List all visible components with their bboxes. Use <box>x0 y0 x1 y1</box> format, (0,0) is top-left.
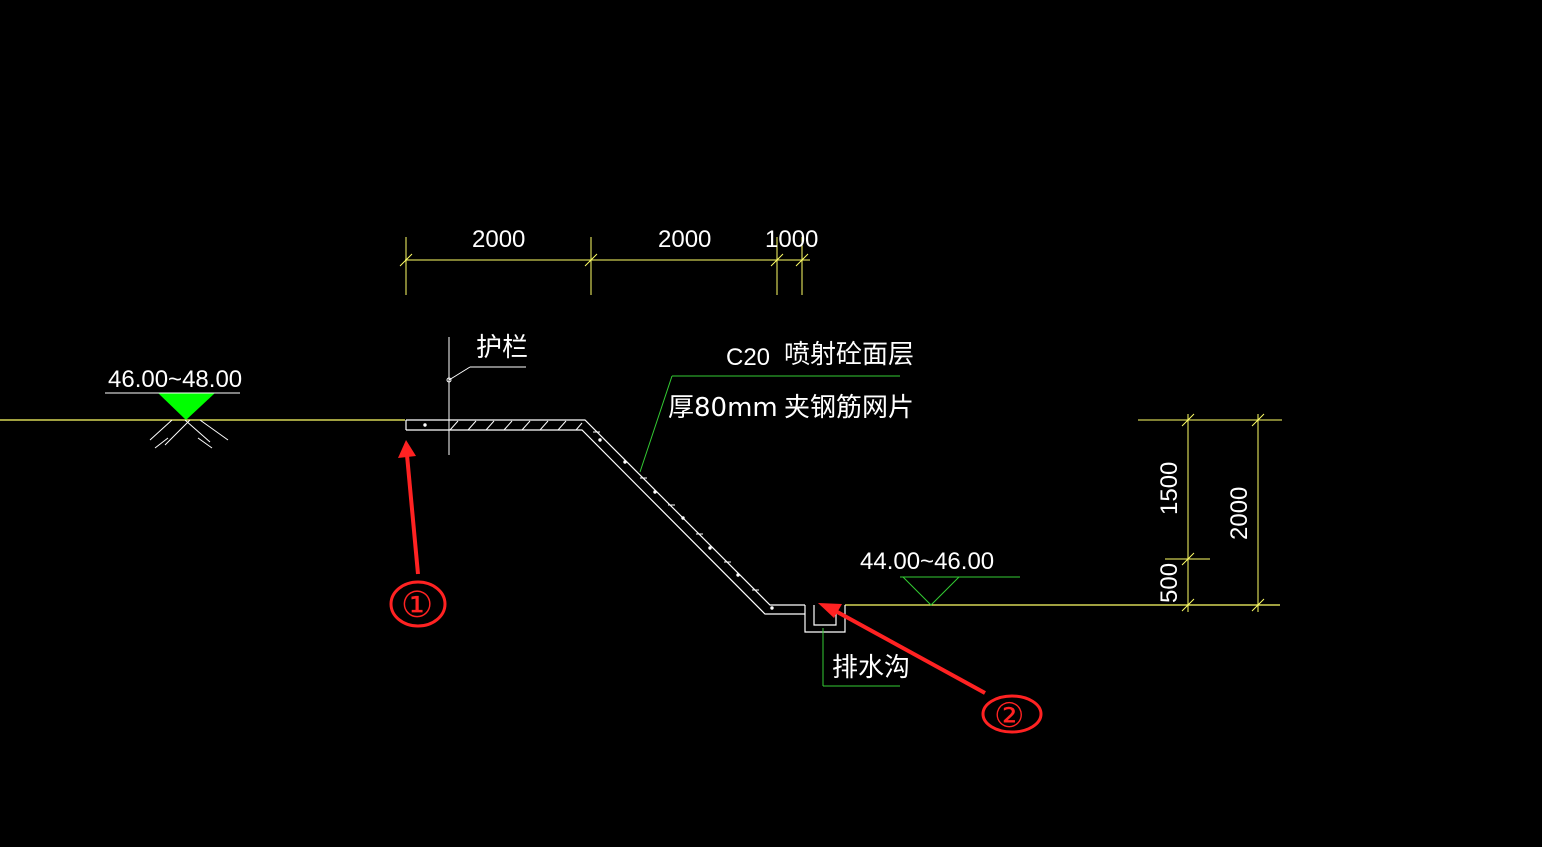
red-annotation-1: ① <box>389 440 447 628</box>
elevation-open-triangle-icon <box>902 576 960 606</box>
lower-elevation-label: 44.00~46.00 <box>860 548 994 575</box>
circle-marker-1 <box>389 580 447 628</box>
arrowhead-left-icon <box>818 603 842 618</box>
dimension-right-2000: 2000 <box>1226 487 1253 540</box>
concrete-spec-label: 喷射砼面层 <box>784 340 914 370</box>
guardrail-symbol <box>446 337 526 455</box>
right-dimension-chain <box>1138 413 1282 612</box>
dimension-top-1: 2000 <box>472 226 525 253</box>
marker-2-label: ② <box>994 696 1024 736</box>
concrete-leader <box>639 375 900 473</box>
lower-elevation-marker: 44.00~46.00 <box>860 548 1020 606</box>
top-dimension-chain <box>399 237 810 295</box>
slope-section <box>405 419 805 615</box>
concrete-hatch <box>423 420 774 610</box>
red-annotation-2: ② <box>818 603 1043 736</box>
drain-label: 排水沟 <box>832 653 910 683</box>
circle-marker-2 <box>981 694 1043 734</box>
concrete-code-label: C20 <box>726 344 770 371</box>
elevation-triangle-icon <box>158 393 215 420</box>
guardrail-label: 护栏 <box>476 333 528 363</box>
dimension-right-500: 500 <box>1156 563 1183 603</box>
upper-elevation-marker: 46.00~48.00 <box>105 366 242 449</box>
concrete-mesh-label: 夹钢筋网片 <box>784 393 914 423</box>
upper-elevation-label: 46.00~48.00 <box>108 366 242 393</box>
dimension-right-1500: 1500 <box>1156 462 1183 515</box>
red-arrow-1 <box>405 454 420 575</box>
drain-leader <box>822 628 900 687</box>
dimension-top-3: 1000 <box>765 226 818 253</box>
soil-hatch-icon <box>149 419 229 449</box>
arrowhead-up-icon <box>398 440 416 458</box>
red-arrow-2 <box>829 606 986 695</box>
marker-1-label: ① <box>401 585 433 626</box>
concrete-thickness-label: 厚80mm <box>668 393 778 423</box>
dimension-top-2: 2000 <box>658 226 711 253</box>
